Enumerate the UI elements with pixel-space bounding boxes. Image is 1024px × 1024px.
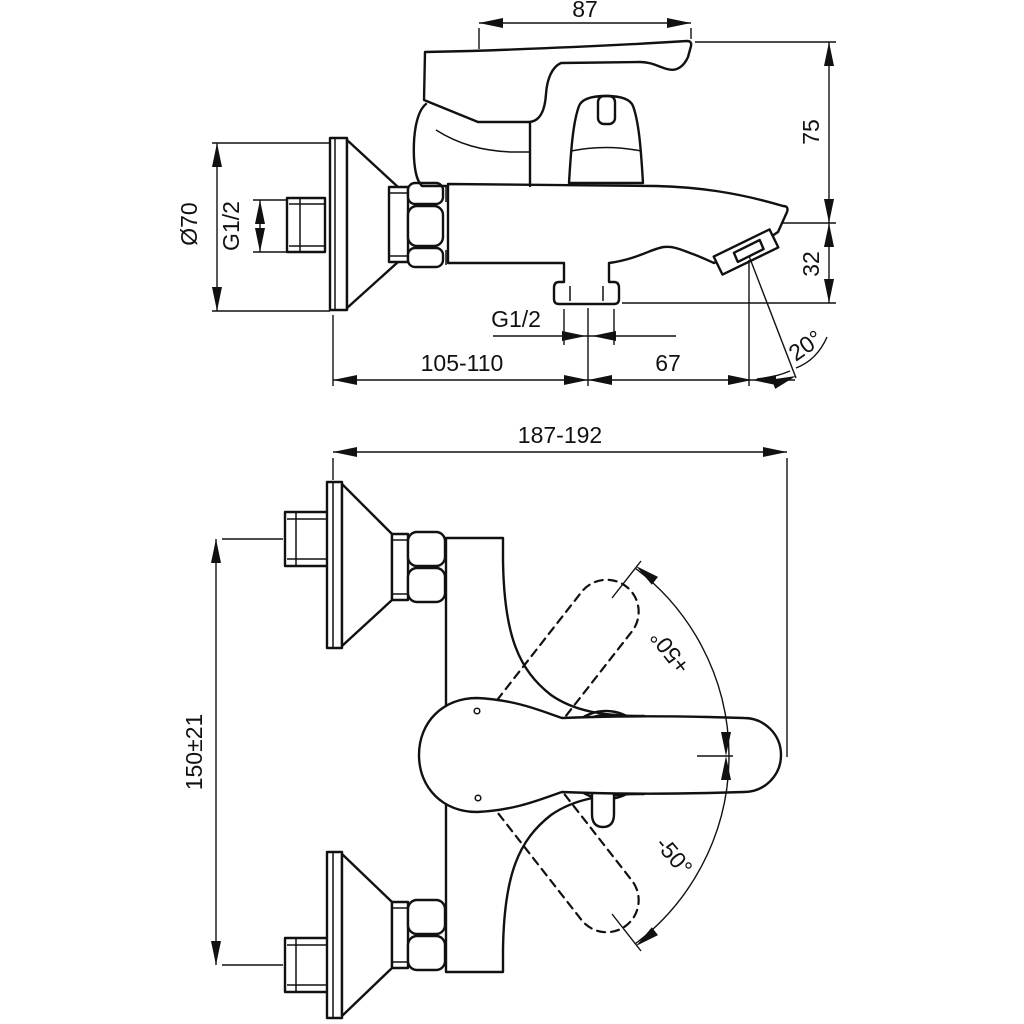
dim-overall-width: 187-192 [332,422,788,757]
diverter-knob-seam [570,146,642,152]
screw-dot-lower [474,794,482,802]
dim-32-label: 32 [798,251,824,277]
collar-lines [389,192,408,257]
lower-flange-plate [325,850,344,1020]
lever-handle-side [422,39,693,124]
wall-thread-stub [285,196,327,254]
lower-collar [390,900,410,970]
upper-flange-plate [325,480,344,650]
diverter-knob-slot [596,94,617,126]
lower-nut-facet-2 [406,934,447,972]
nut-facet-mid [406,204,445,248]
dim-20deg-label: 20° [784,325,827,366]
mixer-body-spout [446,182,789,306]
lower-flange-cone [340,852,394,1018]
upper-collar [390,532,410,602]
dim-75-label: 75 [798,119,824,145]
dim-supply-centres: 150±21 [181,538,283,966]
outlet-nut-ticks [569,286,604,301]
collar [387,185,410,264]
flange-plate [328,136,349,312]
aerator [712,228,780,276]
dim-87-label: 87 [572,0,598,22]
handle-housing [412,102,448,188]
dim-flange-diameter: Ø70 [176,142,330,312]
upper-collar-lines [392,539,408,595]
upper-nut-facet-2 [406,566,447,604]
dim-67-label: 67 [655,350,681,376]
upper-thread-stub [283,510,332,568]
dim-g12-wall-label: G1/2 [218,201,244,251]
diverter-knob [567,94,645,185]
dim-187-192-label: 187-192 [518,422,602,448]
dim-outlet-thread: G1/2 [491,306,676,345]
nut-facet-top [406,181,445,206]
lower-thread-stub [283,936,332,994]
upper-nut-facet-1 [406,530,447,568]
nut-facet-bottom [406,246,445,269]
body-neck-lower [501,792,646,952]
dim-wall-thread: G1/2 [218,199,287,253]
lower-nut-facet-1 [406,898,447,936]
dim-heights: 75 32 [622,41,836,304]
side-elevation-view: 87 75 32 Ø70 G1/2 [176,0,836,389]
dim-d70-label: Ø70 [176,202,202,245]
wall-thread-lines [289,198,325,252]
dim-spout-reach: 87 [478,0,692,49]
upper-flange-cone [340,482,394,648]
lower-wall-mount [283,850,447,1020]
plan-view: +50° -50° 187-192 150±21 [181,422,788,1020]
screw-dot-upper [473,707,481,715]
dim-minus50-label: -50° [651,831,698,880]
dim-105-110-label: 105-110 [421,350,504,376]
aerator-slot [732,238,765,264]
dim-g12-outlet-label: G1/2 [491,306,541,332]
lower-thread-lines [287,938,330,992]
diverter-pull-stem [590,784,616,829]
lower-collar-lines [392,907,408,963]
handle-housing-seam [435,129,529,153]
dim-plus50-label: +50° [645,625,695,679]
upper-wall-mount [283,480,447,650]
upper-thread-lines [287,512,330,566]
dim-150-21-label: 150±21 [181,714,207,791]
